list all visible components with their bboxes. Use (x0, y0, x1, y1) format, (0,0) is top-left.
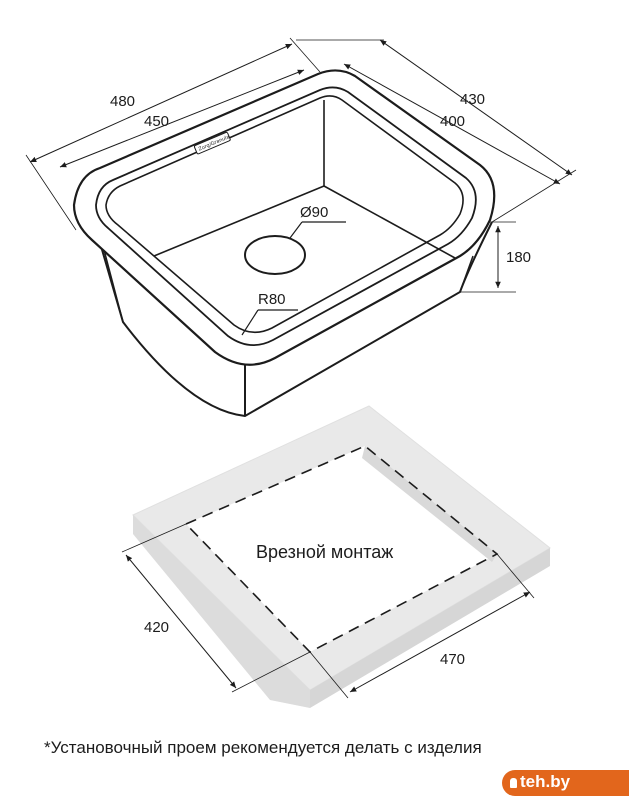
corner-radius-label: R80 (258, 291, 286, 308)
drain-hole (244, 235, 306, 275)
inner-length-label: 450 (144, 113, 169, 130)
cutout-label: Врезной монтаж (256, 542, 393, 562)
sink-dimensions: 480 450 430 400 180 (25, 37, 577, 293)
inner-width-label: 400 (440, 113, 465, 130)
cutout-width-label: 420 (144, 619, 169, 636)
watermark-text: teh.by (520, 772, 571, 791)
countertop-cutout: Врезной монтаж 420 470 (121, 405, 551, 708)
sink-drawing: Ø90 R80 Zorg/Granula (72, 69, 496, 418)
installation-footnote: *Установочный проем рекомендуется делать… (44, 738, 482, 757)
site-watermark: teh.by (502, 770, 629, 796)
drain-diameter-label: Ø90 (300, 204, 328, 221)
cutout-length-label: 470 (440, 651, 465, 668)
watermark-logo-icon (510, 778, 517, 788)
outer-length-label: 480 (110, 93, 135, 110)
sink-body (93, 221, 493, 418)
depth-label: 180 (506, 249, 531, 266)
outer-width-label: 430 (460, 91, 485, 108)
